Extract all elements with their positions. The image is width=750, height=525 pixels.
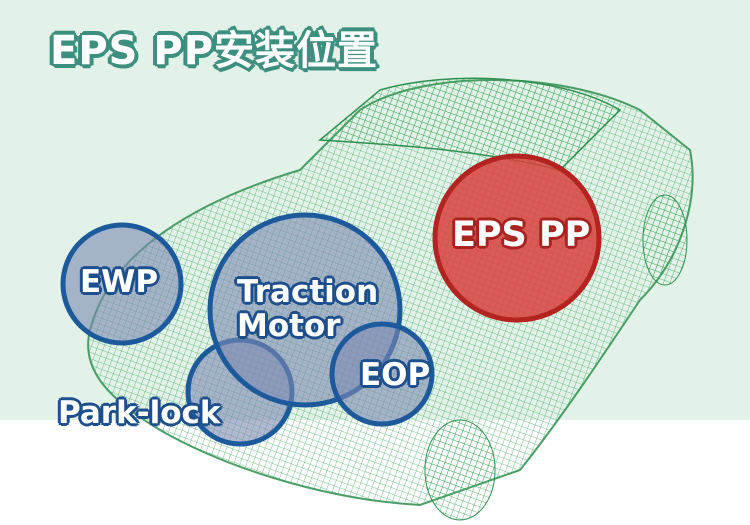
eop-circle[interactable] [329,321,435,427]
eps-pp-circle[interactable] [432,153,602,323]
eps-pp-label: EPS PP [452,215,591,255]
traction-motor-label-line2: Motor [237,308,341,345]
traction-motor-label-line1: Traction [237,274,379,310]
ewp-circle[interactable] [60,222,184,346]
front-wheel [424,419,496,521]
traction-motor-label: Traction Motor [237,275,378,343]
rear-wheel [642,194,688,286]
car-windshield [318,77,622,171]
page-title: EPS PP安装位置 [50,28,379,74]
eop-label: EOP [360,357,431,393]
ewp-label: EWP [80,264,159,300]
park-lock-label: Park-lock [58,395,221,431]
